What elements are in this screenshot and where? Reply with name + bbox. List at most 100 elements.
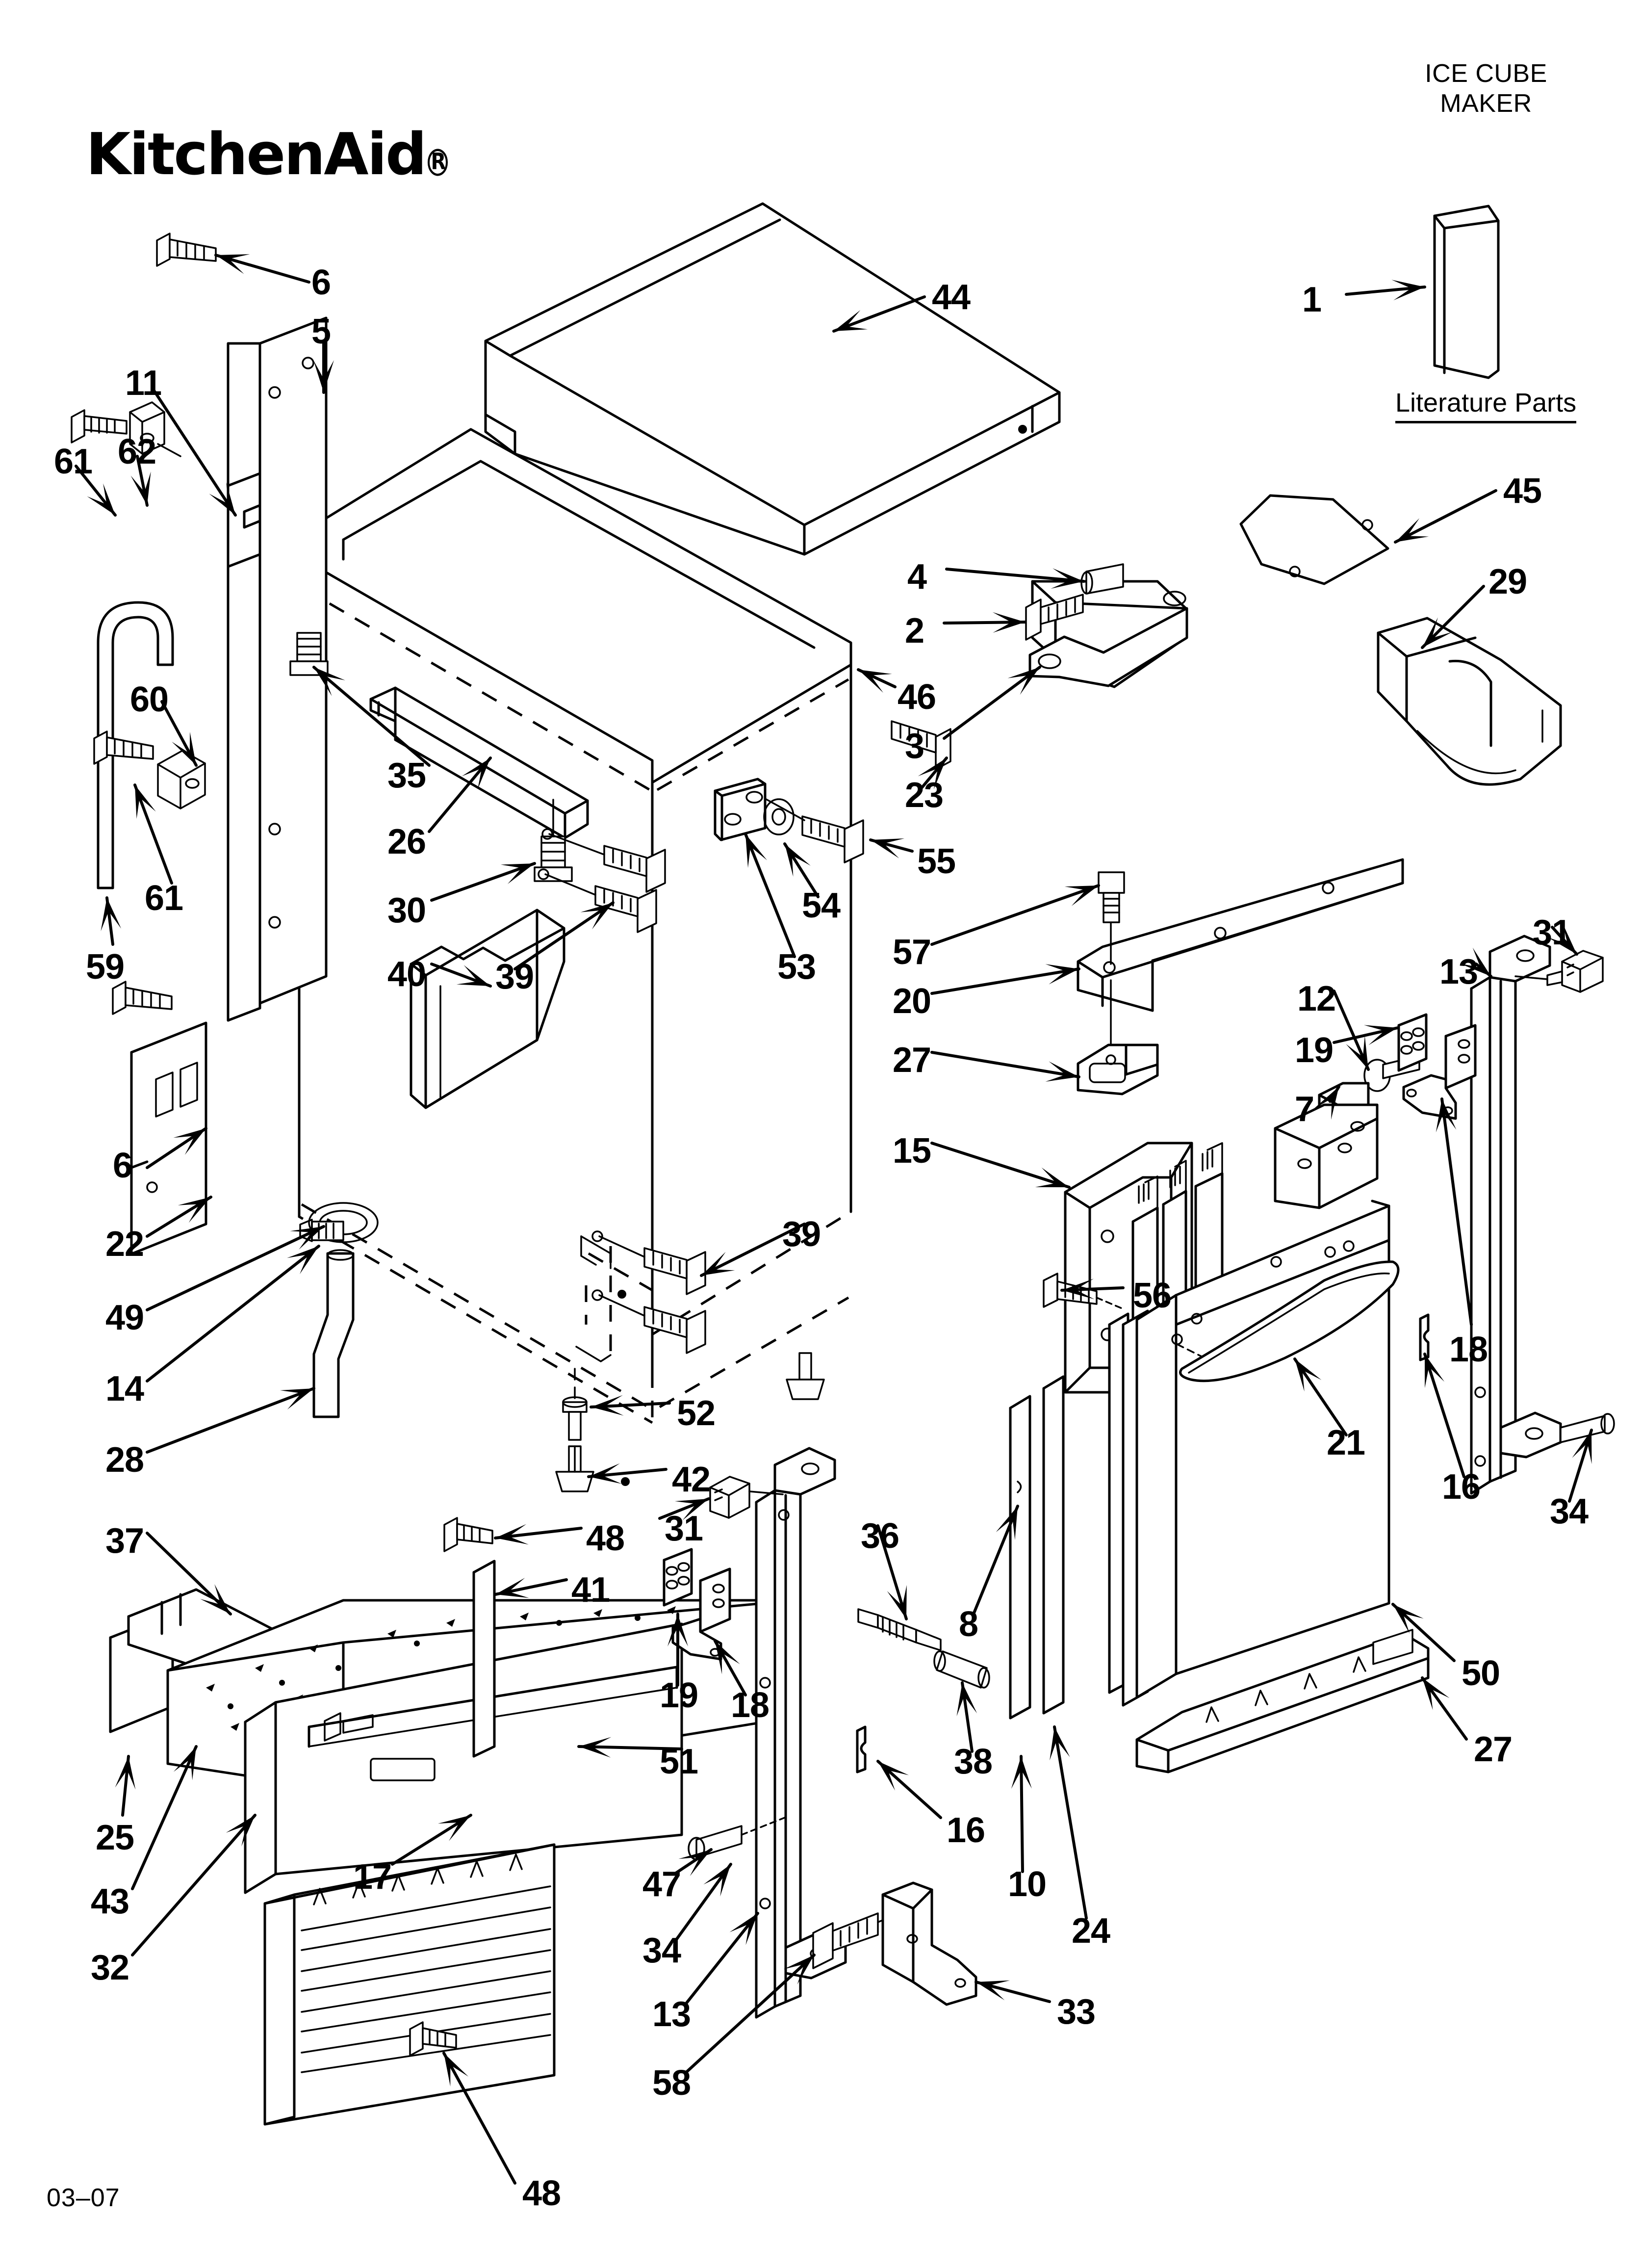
leader-line xyxy=(918,756,948,790)
callout-screw-top: 6 xyxy=(311,263,331,302)
leader-line xyxy=(876,1760,942,1819)
leader-line xyxy=(930,1142,1071,1189)
leader-line xyxy=(146,1196,212,1238)
leader-line xyxy=(428,756,492,833)
callout-screw-tube-clip-lower: 61 xyxy=(145,879,183,918)
callout-vertical-rail: 13 xyxy=(1439,952,1478,991)
screw-6-top xyxy=(156,233,217,267)
callout-bolt-lower: 34 xyxy=(642,1931,681,1970)
callout-pin-rail: 34 xyxy=(1550,1492,1589,1531)
leader-line xyxy=(1568,1429,1593,1503)
callout-corner-trim-strip: 41 xyxy=(571,1570,610,1610)
leader-line xyxy=(1293,1357,1348,1436)
leader-line xyxy=(151,386,237,517)
callout-hinge-plate-lower: 19 xyxy=(660,1676,698,1715)
model-title-line1: ICE CUBE xyxy=(1425,59,1547,88)
callout-screw-trim: 35 xyxy=(387,756,426,795)
callout-roll-pin: 12 xyxy=(1297,979,1336,1018)
top-panel-part xyxy=(484,202,1061,556)
screw-2-part xyxy=(1025,594,1084,641)
leader-line xyxy=(131,1814,257,1956)
bracket-arm-part xyxy=(1028,580,1188,688)
callout-screw-grille: 48 xyxy=(522,2174,561,2213)
drain-hose-part xyxy=(312,1249,355,1418)
date-stamp: 03–07 xyxy=(47,2184,120,2212)
leader-line xyxy=(160,700,198,767)
leader-line xyxy=(146,1387,315,1454)
leader-line xyxy=(869,838,914,859)
support-rail-part xyxy=(1077,858,1404,1095)
leader-line xyxy=(956,1681,977,1753)
ice-bucket-part xyxy=(410,909,565,1109)
door-panel-part xyxy=(1108,1199,1400,1707)
leader-line xyxy=(1345,280,1426,301)
door-top-bracket-7 xyxy=(1274,1082,1379,1209)
screw-48-bottom xyxy=(409,2021,457,2057)
leader-line xyxy=(684,1912,759,2006)
leader-line xyxy=(130,455,151,507)
leader-line xyxy=(857,668,897,693)
leader-line xyxy=(214,254,310,284)
leader-line xyxy=(930,884,1100,946)
leader-line xyxy=(700,1223,806,1277)
leader-line xyxy=(391,1814,472,1866)
leader-line xyxy=(1050,1725,1088,1920)
callout-door-panel: 50 xyxy=(1462,1654,1500,1693)
callout-clip-front-rail: 31 xyxy=(665,1509,703,1548)
leader-line xyxy=(972,1505,1019,1616)
callout-rail-end-cap: 27 xyxy=(893,1041,931,1080)
callout-front-trim: 32 xyxy=(91,1948,129,1987)
leader-line xyxy=(832,295,926,333)
rear-lower-panel xyxy=(130,1021,207,1255)
screws-39-lower xyxy=(591,1230,706,1354)
foot-bracket-33-part xyxy=(881,1881,977,2006)
callout-screw-tube-clip: 61 xyxy=(54,442,93,481)
callout-hinge-plate: 19 xyxy=(1295,1031,1334,1070)
leader-line xyxy=(1436,1097,1473,1326)
vertical-rail-lower xyxy=(755,1447,847,2019)
leader-line xyxy=(146,1245,320,1382)
leader-line xyxy=(430,862,536,902)
callout-front-panel: 51 xyxy=(660,1742,698,1781)
callout-gasket-top: 46 xyxy=(898,678,936,717)
leader-line xyxy=(714,1640,747,1696)
brand-logo-text: KitchenAid xyxy=(86,120,427,188)
literature-manual-part xyxy=(1433,205,1500,379)
callout-insulation-front: 43 xyxy=(91,1882,129,1921)
screw-30 xyxy=(534,799,573,882)
callout-clip-rail: 31 xyxy=(1533,913,1571,952)
leader-line xyxy=(1547,923,1578,956)
callout-screw-rail: 57 xyxy=(893,933,931,972)
callout-end-cap: 25 xyxy=(96,1818,134,1857)
callout-rear-panel: 22 xyxy=(105,1225,144,1264)
leader-line xyxy=(494,1578,568,1598)
callout-screw-bracket: 23 xyxy=(905,776,944,815)
door-bottom-trim-part xyxy=(1135,1629,1430,1773)
leader-line xyxy=(131,1745,198,1890)
leader-line xyxy=(975,1980,1051,2003)
grille-part xyxy=(263,1843,556,2126)
callout-drain-hose-fitting: 14 xyxy=(105,1369,144,1408)
screws-39-upper xyxy=(538,828,666,933)
callout-hinge-bracket-lower: 18 xyxy=(731,1686,770,1725)
leader-line xyxy=(1421,1676,1468,1741)
screw-61-upper xyxy=(71,409,128,443)
pin-34-right xyxy=(1560,1413,1615,1443)
callout-hinge-bracket: 18 xyxy=(1449,1330,1488,1369)
callout-door-bottom-trim: 27 xyxy=(1474,1730,1513,1769)
callout-leveling-foot: 42 xyxy=(672,1460,711,1499)
hinge-bracket-18-lower xyxy=(671,1567,731,1661)
callout-water-tube: 60 xyxy=(130,680,169,719)
leader-line xyxy=(494,1524,583,1545)
clip-31-right xyxy=(1514,950,1604,993)
leader-line xyxy=(1394,489,1497,544)
ice-scoop-part xyxy=(1377,617,1562,786)
callout-pin-lower: 47 xyxy=(642,1865,681,1904)
leader-line xyxy=(590,1395,671,1416)
leader-line xyxy=(587,1463,667,1484)
corner-bracket-plate-part xyxy=(1239,494,1389,585)
mounting-plate-part xyxy=(714,778,767,841)
callout-tube-assembly: 59 xyxy=(86,947,125,987)
